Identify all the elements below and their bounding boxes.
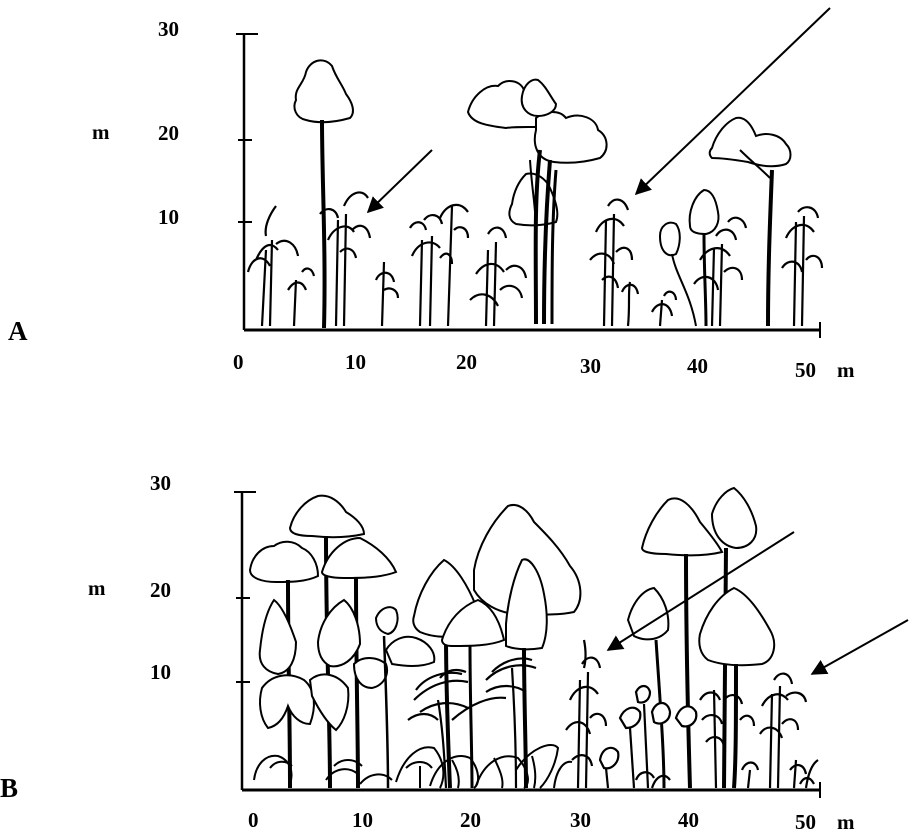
panel-b-arrow — [606, 531, 795, 651]
understory-shrubs — [246, 191, 824, 327]
panel-a-x-tick-0: 0 — [233, 350, 244, 374]
panel-a-x-tick-50: 50 — [795, 358, 816, 382]
panel-a-x-tick-10: 10 — [345, 350, 366, 374]
small-tree — [688, 188, 720, 327]
panel-a-x-tick-30: 30 — [580, 354, 601, 378]
panel-a-arrow — [634, 7, 831, 196]
panel-b-y-unit: m — [88, 576, 106, 600]
panel-a-y-tick-20: 20 — [158, 121, 179, 145]
panel-b-x-tick-30: 30 — [570, 808, 591, 832]
panel-a-x-tick-20: 20 — [456, 350, 477, 374]
panel-a-y-tick-10: 10 — [158, 205, 179, 229]
understory-shrubs — [565, 639, 819, 789]
panel-b-y-tick-10: 10 — [150, 660, 171, 684]
panel-b-x-tick-50: 50 — [795, 810, 816, 834]
panel-b-label: B — [0, 773, 19, 803]
panel-b-x-tick-0: 0 — [248, 808, 259, 832]
panel-a-y-unit: m — [92, 120, 110, 144]
ground-shrubs — [253, 743, 573, 789]
small-tree — [658, 221, 697, 327]
panel-b-x-tick-20: 20 — [460, 808, 481, 832]
panel-b-arrow — [810, 619, 909, 675]
panel-b-y-tick-20: 20 — [150, 578, 171, 602]
emergent-tree — [293, 59, 354, 329]
panel-a-x-unit: m — [837, 358, 855, 382]
panel-b-y-tick-30: 30 — [150, 471, 171, 495]
panel-b — [234, 486, 909, 798]
palm-fronds — [407, 657, 537, 789]
emergent-tree — [708, 116, 792, 327]
panel-b-x-tick-40: 40 — [678, 808, 699, 832]
canopy-tree-cluster — [466, 78, 608, 325]
canopy-trees — [248, 486, 776, 789]
panel-b-x-tick-10: 10 — [352, 808, 373, 832]
panel-a — [236, 7, 831, 338]
panel-a-y-tick-30: 30 — [158, 17, 179, 41]
panel-a-label: A — [8, 316, 28, 346]
panel-b-x-unit: m — [837, 810, 855, 834]
panel-a-x-tick-40: 40 — [687, 354, 708, 378]
panel-a-arrow — [366, 149, 433, 214]
